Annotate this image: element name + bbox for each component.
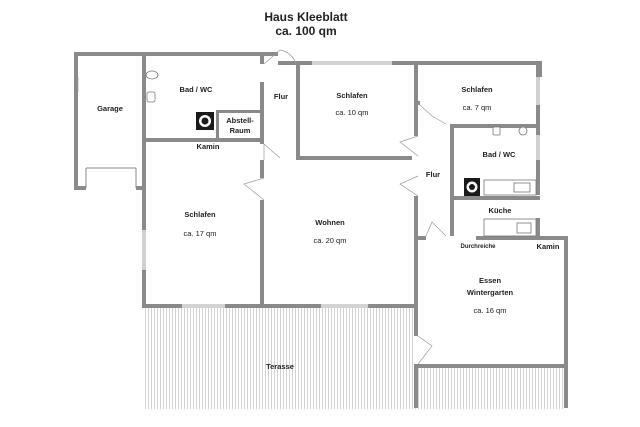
room-label-schlafen-10: Schlafen [336,91,368,100]
room-label-kueche: Küche [489,206,512,215]
room-label-flur-right: Flur [426,170,440,179]
terrace-area [143,308,565,409]
room-area-schlafen-7: ca. 7 qm [463,103,492,112]
room-label-bad-wc-left: Bad / WC [180,85,213,94]
room-label-abstellraum-2: Raum [230,126,251,135]
room-area-schlafen-17: ca. 17 qm [184,229,217,238]
door-swing-icon [77,49,447,365]
room-label-bad-wc-right: Bad / WC [483,150,516,159]
windows [142,61,566,362]
room-label-schlafen-17: Schlafen [184,210,216,219]
room-area-essen: ca. 16 qm [474,306,507,315]
room-label-wintergarten: Wintergarten [467,288,514,297]
toilet-icon [145,70,528,136]
fireplace-icon [196,112,480,196]
room-area-wohnen: ca. 20 qm [314,236,347,245]
room-label-wohnen: Wohnen [315,218,345,227]
plan-title: Haus Kleeblatt [264,10,347,24]
room-area-schlafen-10: ca. 10 qm [336,108,369,117]
room-label-essen: Essen [479,276,502,285]
room-label-abstellraum-1: Abstell- [226,116,254,125]
plan-subtitle: ca. 100 qm [275,24,336,38]
label-kamin-left: Kamin [197,142,220,151]
label-kamin-right: Kamin [537,242,560,251]
room-label-terasse: Terasse [266,362,294,371]
room-label-garage: Garage [97,104,123,113]
walls [74,52,568,408]
stove-icon [483,179,537,237]
label-durchreiche: Durchreiche [460,244,496,250]
room-label-flur-top: Flur [274,92,288,101]
room-label-schlafen-7: Schlafen [461,85,493,94]
